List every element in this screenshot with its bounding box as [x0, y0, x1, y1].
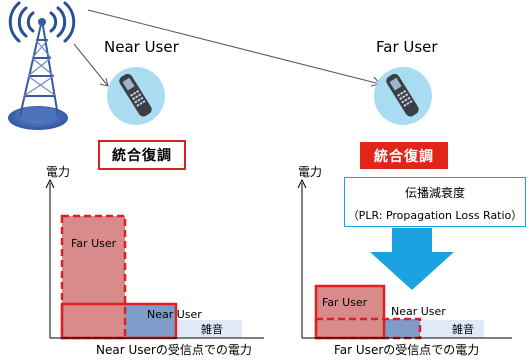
far-user-power-graph	[297, 178, 512, 340]
far-user-bar	[60, 214, 127, 340]
noise-label: 雑音	[201, 323, 223, 336]
far-user-caption: Far Userの受信点での電力	[334, 343, 480, 357]
plr-subtitle: （PLR: Propagation Loss Ratio）	[347, 209, 523, 222]
power-axis-label: 電力	[46, 165, 71, 179]
power-axis-label: 電力	[298, 165, 323, 179]
far-user-bar-label: Far User	[322, 296, 368, 309]
near-user-bar-label: Near User	[147, 308, 202, 321]
down-arrow-icon	[370, 228, 454, 290]
near-user-bar-label: Near User	[391, 305, 446, 318]
axes	[297, 178, 512, 339]
noise-bar	[178, 320, 242, 338]
near-user-power-graph	[45, 178, 264, 340]
joint-decoding-label-near: 統合復調	[98, 140, 186, 170]
far-user-title: Far User	[376, 38, 438, 56]
cell-tower-icon	[8, 1, 76, 130]
near-user-bar	[384, 319, 420, 338]
near-user-bar	[124, 304, 176, 338]
near-user-caption: Near Userの受信点での電力	[96, 343, 252, 357]
joint-decoding-label-far: 統合復調	[360, 142, 448, 169]
near-user-dashed-outline	[314, 317, 422, 340]
noise-bar	[420, 320, 484, 338]
mobile-phone-icon	[374, 67, 432, 125]
noise-label: 雑音	[452, 323, 474, 336]
far-user-bar	[316, 286, 384, 338]
mobile-phone-icon	[107, 67, 165, 125]
far-user-bar-label: Far User	[71, 237, 117, 250]
plr-title: 伝播減衰度	[404, 186, 465, 200]
axes	[45, 178, 264, 339]
near-user-title: Near User	[104, 38, 179, 56]
plr-box: 伝播減衰度 （PLR: Propagation Loss Ratio）	[344, 177, 526, 227]
